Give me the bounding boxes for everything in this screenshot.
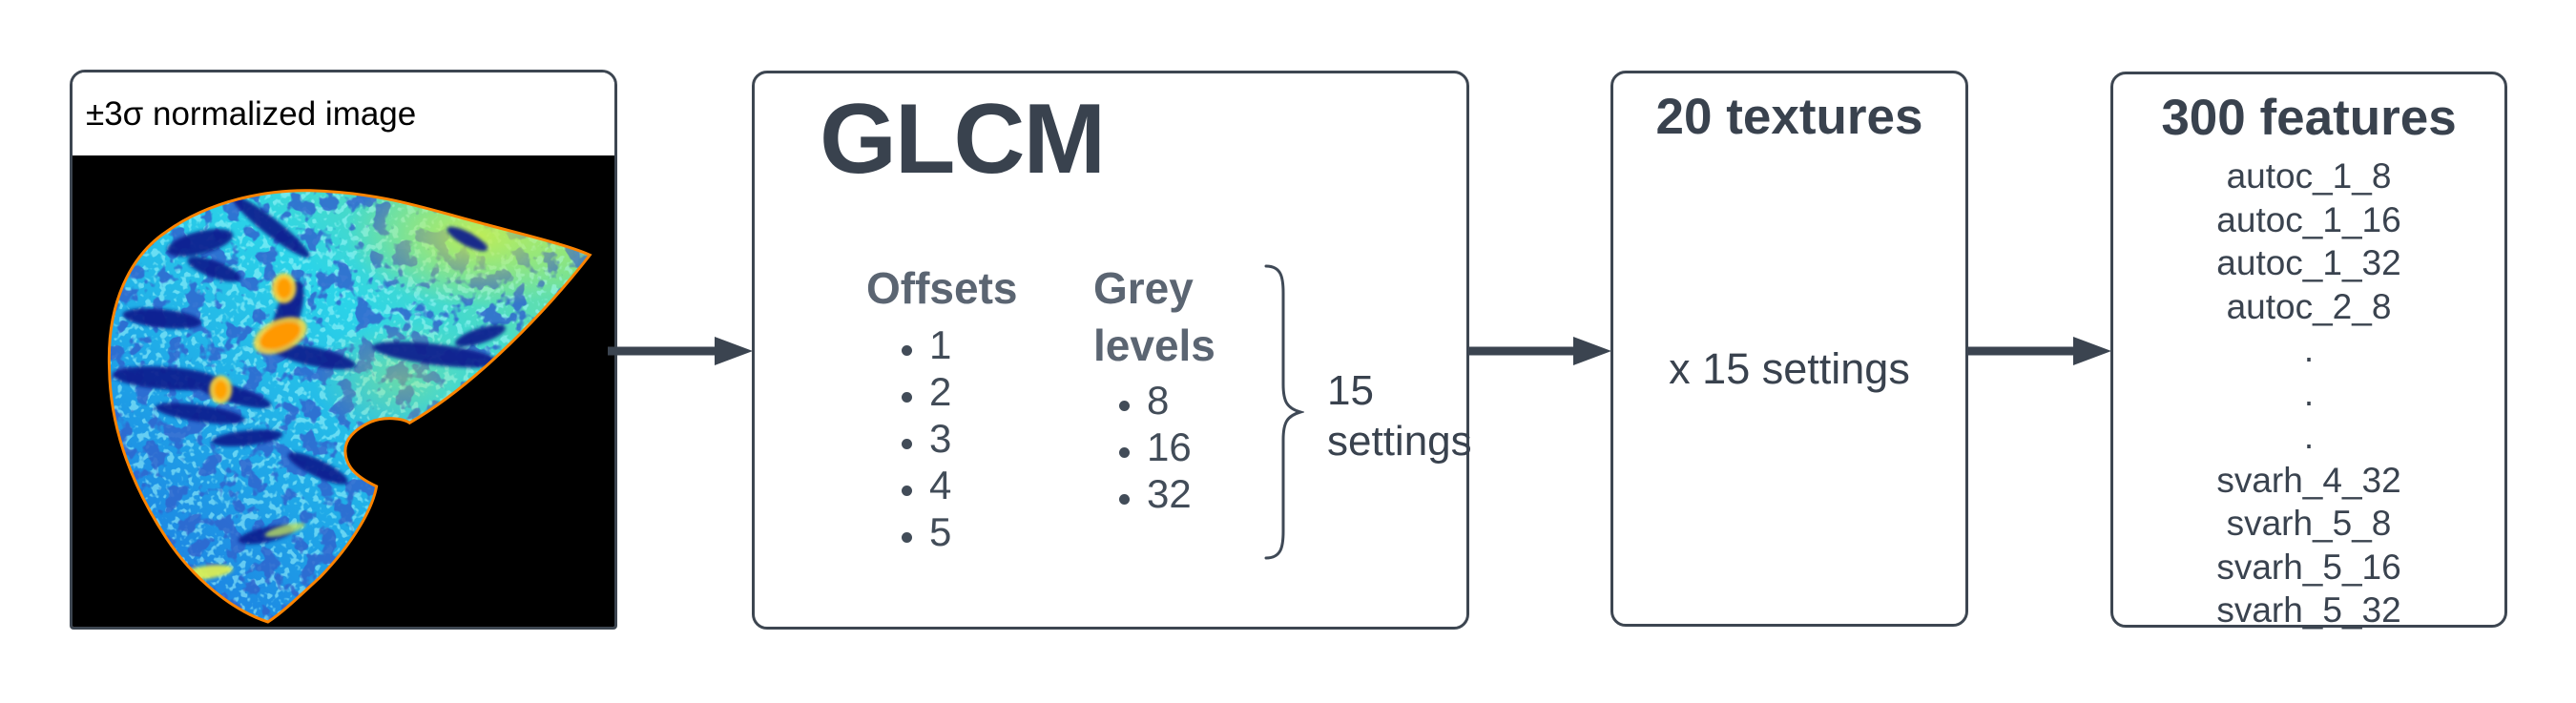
offsets-list-item: 3	[902, 415, 951, 462]
normalized-image-box: ±3σ normalized image	[70, 70, 617, 630]
features-list-item: svarh_5_16	[2216, 547, 2401, 587]
settings-note: 15 settings	[1327, 367, 1472, 465]
grey-levels-list-item: 8	[1119, 377, 1192, 424]
features-list-item: .	[2303, 417, 2315, 456]
features-title: 300 features	[2161, 90, 2457, 146]
offsets-heading: Offsets	[866, 263, 1018, 313]
features-list-item: autoc_2_8	[2226, 286, 2392, 326]
features-list-item: .	[2303, 373, 2315, 413]
offsets-list-item: 1	[902, 321, 951, 368]
arrow-right-icon	[608, 333, 753, 369]
grey-levels-list-item: 16	[1119, 424, 1192, 470]
features-list-item: svarh_4_32	[2216, 460, 2401, 500]
offsets-list-item: 2	[902, 368, 951, 415]
arrow-right-icon	[1466, 333, 1611, 369]
curly-brace-icon	[1264, 264, 1304, 560]
offsets-list-item: 5	[902, 508, 951, 555]
features-list-item: .	[2303, 330, 2315, 369]
features-list-item: autoc_1_16	[2216, 199, 2401, 239]
features-list-item: svarh_5_8	[2226, 504, 2392, 543]
features-list-item: autoc_1_32	[2216, 243, 2401, 282]
features-list-item: svarh_5_32	[2216, 590, 2401, 630]
textures-note: x 15 settings	[1669, 344, 1910, 393]
grey-levels-heading: Grey levels	[1093, 263, 1215, 370]
arrow-right-icon	[1966, 333, 2111, 369]
textures-box: 20 textures x 15 settings	[1610, 71, 1968, 627]
textures-title: 20 textures	[1655, 89, 1923, 145]
features-list-item: autoc_1_8	[2226, 156, 2392, 196]
grey-levels-list-item: 32	[1119, 470, 1192, 517]
glcm-title: GLCM	[820, 84, 1106, 195]
liver-heatmap-image	[73, 155, 614, 627]
offsets-list-item: 4	[902, 462, 951, 508]
normalized-image-label: ±3σ normalized image	[73, 72, 614, 155]
